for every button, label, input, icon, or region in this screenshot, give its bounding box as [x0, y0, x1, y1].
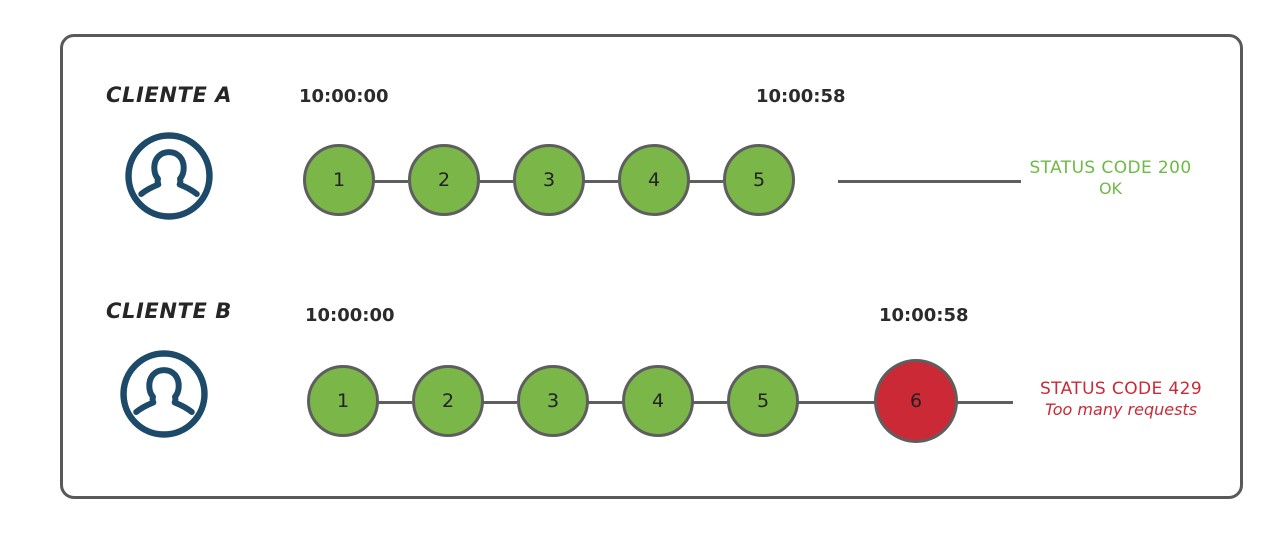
request-node[interactable]: 5	[727, 365, 799, 437]
connector-b-5	[796, 401, 876, 404]
request-node[interactable]: 4	[622, 365, 694, 437]
end-timestamp-b: 10:00:58	[879, 305, 969, 326]
request-node[interactable]: 4	[618, 144, 690, 216]
status-badge-b: STATUS CODE 429 Too many requests	[1023, 379, 1219, 420]
request-node[interactable]: 5	[723, 144, 795, 216]
connector-b-3	[586, 401, 622, 404]
connector-a-1	[372, 180, 408, 183]
request-node[interactable]: 1	[307, 365, 379, 437]
connector-a-3	[582, 180, 618, 183]
connector-b-4	[691, 401, 727, 404]
end-timestamp-a: 10:00:58	[756, 86, 846, 107]
client-label-a: CLIENTE A	[106, 83, 233, 107]
connector-b-2	[481, 401, 517, 404]
request-node[interactable]: 3	[513, 144, 585, 216]
request-node-rate-limited[interactable]: 6	[874, 359, 958, 443]
status-text-b: Too many requests	[1044, 400, 1198, 420]
connector-a-tail	[838, 180, 1021, 183]
request-node[interactable]: 3	[517, 365, 589, 437]
connector-b-tail	[955, 401, 1013, 404]
connector-a-2	[477, 180, 513, 183]
status-code-b: STATUS CODE 429	[1039, 379, 1203, 399]
user-avatar-icon-a	[123, 130, 215, 222]
status-code-a: STATUS CODE 200	[1029, 158, 1192, 178]
start-timestamp-a: 10:00:00	[299, 86, 389, 107]
connector-a-4	[687, 180, 723, 183]
start-timestamp-b: 10:00:00	[305, 305, 395, 326]
request-node[interactable]: 2	[408, 144, 480, 216]
connector-b-1	[376, 401, 412, 404]
status-badge-a: STATUS CODE 200 OK	[1023, 158, 1198, 199]
status-text-a: OK	[1098, 179, 1123, 199]
request-node[interactable]: 2	[412, 365, 484, 437]
user-avatar-icon-b	[118, 348, 210, 440]
request-node[interactable]: 1	[303, 144, 375, 216]
client-label-b: CLIENTE B	[106, 299, 232, 323]
